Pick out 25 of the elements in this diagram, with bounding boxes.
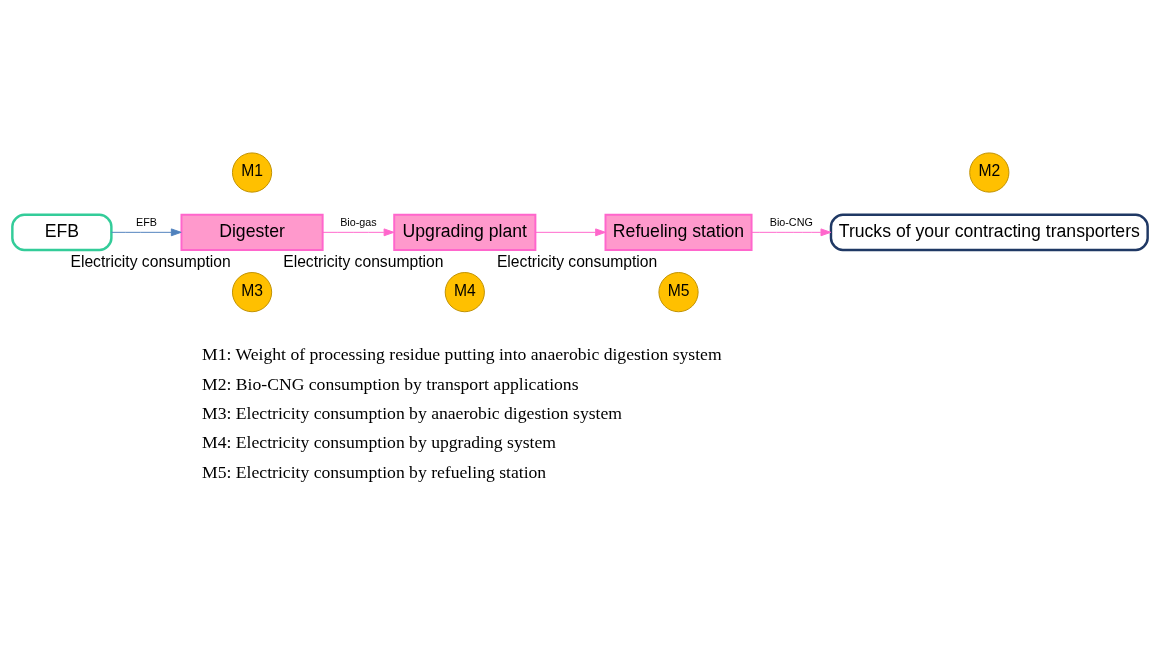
node-box: Trucks of your contracting transporters <box>829 213 1149 252</box>
node-box: Refueling station <box>604 213 753 251</box>
node-label: Electricity consumption <box>70 253 231 271</box>
node-circle: M1 <box>231 152 273 193</box>
label: M5: Electricity consumption by refueling station <box>202 461 547 482</box>
node-circle: M4 <box>444 272 485 313</box>
node-circle: M3 <box>231 272 273 313</box>
node-circle: M2 <box>969 152 1010 193</box>
node-label: Electricity consumption <box>283 253 444 271</box>
node-box: EFB <box>11 213 113 252</box>
edge-label: EFB <box>135 216 157 229</box>
node-box: Upgrading plant <box>393 213 537 251</box>
label: M2: Bio-CNG consumption by transport applications <box>202 373 579 394</box>
edge-label: Bio-gas <box>340 216 377 229</box>
label: M4: Electricity consumption by upgrading system <box>202 432 556 453</box>
arrow <box>111 228 182 237</box>
arrow <box>751 228 832 237</box>
node-label: Electricity consumption <box>496 253 658 271</box>
node-circle: M5 <box>658 272 699 313</box>
edge-label: Bio-CNG <box>769 216 813 229</box>
label: M1: Weight of processing residue putting into anaerobic digestion system <box>202 344 722 365</box>
label: M3: Electricity consumption by anaerobic digestion system <box>202 403 623 423</box>
arrow <box>535 228 606 237</box>
arrow <box>322 228 395 237</box>
node-box: Digester <box>180 213 324 251</box>
